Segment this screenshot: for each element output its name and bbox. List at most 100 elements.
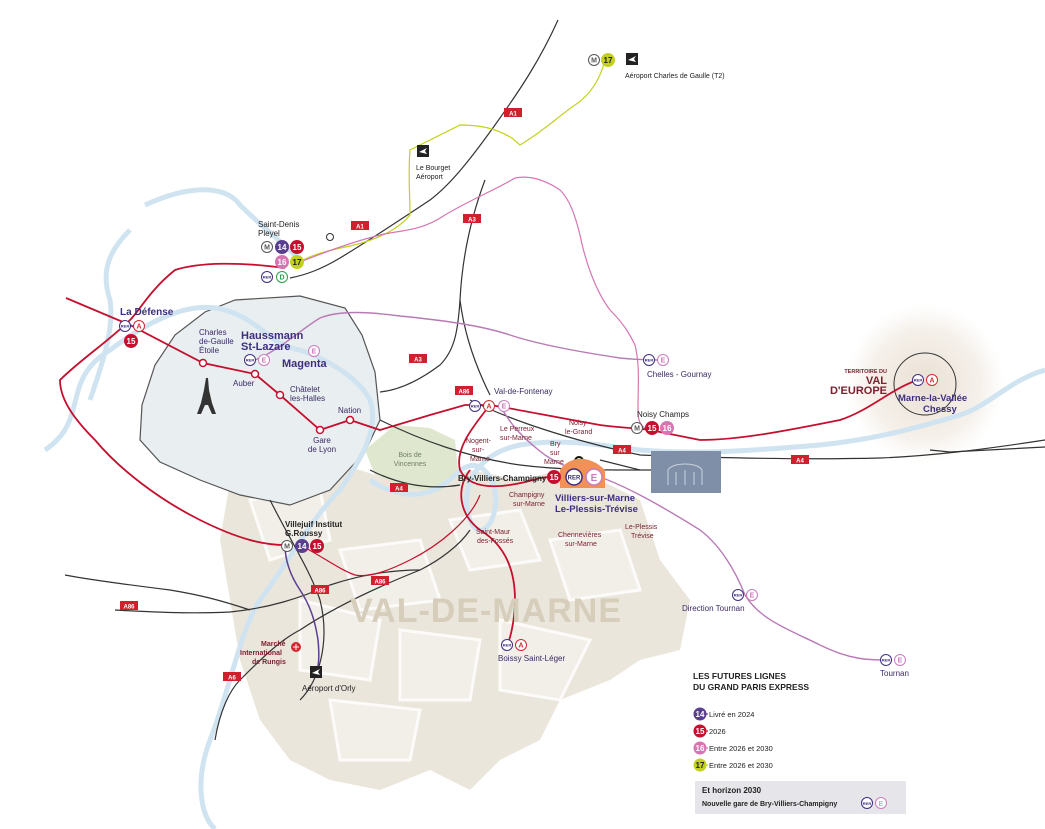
paris-area <box>139 295 381 506</box>
road-badge-a4-mid: A4 <box>613 445 631 455</box>
la-defense-a: A <box>133 320 145 332</box>
label-le-bourget-1: Le Bourget <box>416 165 450 172</box>
label-cdg-etoile-2: de-Gaulle <box>199 337 234 346</box>
label-champigny-1: Champigny <box>509 492 545 499</box>
svg-text:17: 17 <box>696 761 705 770</box>
label-le-perreux-1: Le Perreux <box>500 426 535 433</box>
label-territoire: TERRITOIRE DU <box>844 369 887 375</box>
le-bourget-dot <box>326 233 334 241</box>
svg-text:M: M <box>591 58 597 65</box>
station-building-lines <box>667 463 703 485</box>
line-15-sw <box>299 494 481 577</box>
label-auber: Auber <box>233 379 255 388</box>
label-val: VAL <box>866 375 887 387</box>
svg-text:Livré en 2024: Livré en 2024 <box>709 710 754 719</box>
svg-text:14: 14 <box>298 542 307 551</box>
svg-text:RER: RER <box>568 476 581 482</box>
label-val-de-marne: VAL-DE-MARNE <box>350 592 622 630</box>
road-badge-a1-top: A1 <box>504 108 522 118</box>
line-15-south <box>458 404 566 646</box>
label-chennevieres-1: Chennevières <box>558 532 602 539</box>
legend-horizon-text: Nouvelle gare de Bry-Villiers-Champigny <box>702 801 837 808</box>
bry-villiers-e-badge: E <box>585 468 603 486</box>
saint-denis-l17-badge: 17 <box>290 255 304 269</box>
label-val-de-fontenay: Val-de-Fontenay <box>494 387 553 396</box>
val-de-fontenay-e-badge: E <box>498 400 510 412</box>
label-orly: Aéroport d'Orly <box>302 684 356 693</box>
villejuif-l15-badge: 15 <box>310 539 324 553</box>
svg-text:A86: A86 <box>458 390 470 396</box>
villejuif-l14-badge: 14 <box>295 539 309 553</box>
label-bry-2: sur <box>550 450 560 457</box>
cdg-metro-badge: M <box>588 54 600 66</box>
svg-text:17: 17 <box>604 56 613 65</box>
tournan-rer: RER <box>880 654 892 666</box>
road-badge-a4-paris: A4 <box>390 483 408 493</box>
marne-la-vallee-a: A <box>926 374 938 386</box>
la-defense-l15-badge: 15 <box>124 334 138 348</box>
station-building-icon <box>651 451 721 493</box>
road-badge-a86-sw2: A86 <box>311 585 329 595</box>
svg-text:A4: A4 <box>395 487 403 493</box>
label-rungis-1: Marché <box>261 641 286 648</box>
label-rungis-2: International <box>240 650 282 657</box>
val-d-europe-halo <box>845 304 1005 464</box>
legend-horizon-title: Et horizon 2030 <box>702 786 762 795</box>
label-haussmann: Haussmann <box>241 330 304 342</box>
svg-text:M: M <box>284 544 290 551</box>
marne-river <box>368 367 1045 533</box>
marne-la-vallee-rer: RER <box>912 374 924 386</box>
label-bry-3: Marne <box>544 459 564 466</box>
line-17-route <box>299 59 606 263</box>
label-tournan: Tournan <box>880 669 909 678</box>
noisy-champs-metro-badge: M <box>631 422 643 434</box>
svg-text:RER: RER <box>882 658 891 663</box>
svg-text:14: 14 <box>278 243 287 252</box>
rer-e-route <box>254 311 886 661</box>
bry-villiers-rer-badge: RER <box>565 468 583 486</box>
villejuif-metro-badge: M <box>281 540 293 552</box>
legend-horizon-rer-badge: RER E <box>861 797 887 809</box>
saint-denis-rer-badge: RER <box>261 271 273 283</box>
label-saint-maur-1: Saint-Maur <box>476 529 511 536</box>
chelles-rer: RER <box>643 354 655 366</box>
svg-text:A3: A3 <box>414 358 422 364</box>
direction-tournan-rer: RER <box>732 589 744 601</box>
eiffel-tower-icon <box>197 378 216 414</box>
val-de-fontenay-a: A <box>483 400 495 412</box>
saint-denis-l16-badge: 16 <box>275 255 289 269</box>
svg-text:Entre 2026 et 2030: Entre 2026 et 2030 <box>709 744 773 753</box>
svg-text:RER: RER <box>263 275 272 280</box>
legend-title-2: DU GRAND PARIS EXPRESS <box>693 682 809 692</box>
svg-text:D: D <box>279 275 284 282</box>
la-defense-rer: RER <box>119 320 131 332</box>
seine-upstream <box>87 228 132 401</box>
label-noisy-le-grand-2: le-Grand <box>565 429 592 436</box>
label-saint-maur-2: des-Fossés <box>477 538 514 545</box>
label-villejuif-2: G.Roussy <box>285 529 323 538</box>
svg-text:E: E <box>750 593 755 600</box>
airplane-icon <box>310 666 322 678</box>
svg-text:E: E <box>502 404 507 411</box>
svg-text:16: 16 <box>663 424 672 433</box>
saint-denis-l15-badge: 15 <box>290 240 304 254</box>
direction-tournan-e: E <box>746 589 758 601</box>
road-badge-a86-east: A86 <box>455 386 473 396</box>
haussmann-e: E <box>258 354 270 366</box>
label-direction-tournan: Direction Tournan <box>682 604 745 613</box>
bois-de-vincennes <box>365 425 458 492</box>
line-15-east <box>489 380 916 441</box>
chelles-e: E <box>657 354 669 366</box>
label-le-plessis-1: Le-Plessis <box>625 524 658 531</box>
svg-text:A3: A3 <box>468 218 476 224</box>
svg-text:E: E <box>591 473 598 484</box>
label-bry-villiers: Bry-Villiers-Champigny <box>458 474 547 483</box>
svg-text:RER: RER <box>734 593 743 598</box>
svg-text:15: 15 <box>550 473 559 482</box>
label-nogent-2: sur- <box>472 447 485 454</box>
label-villiers-2: Le-Plessis-Trévise <box>555 504 638 515</box>
svg-text:A: A <box>136 324 141 331</box>
